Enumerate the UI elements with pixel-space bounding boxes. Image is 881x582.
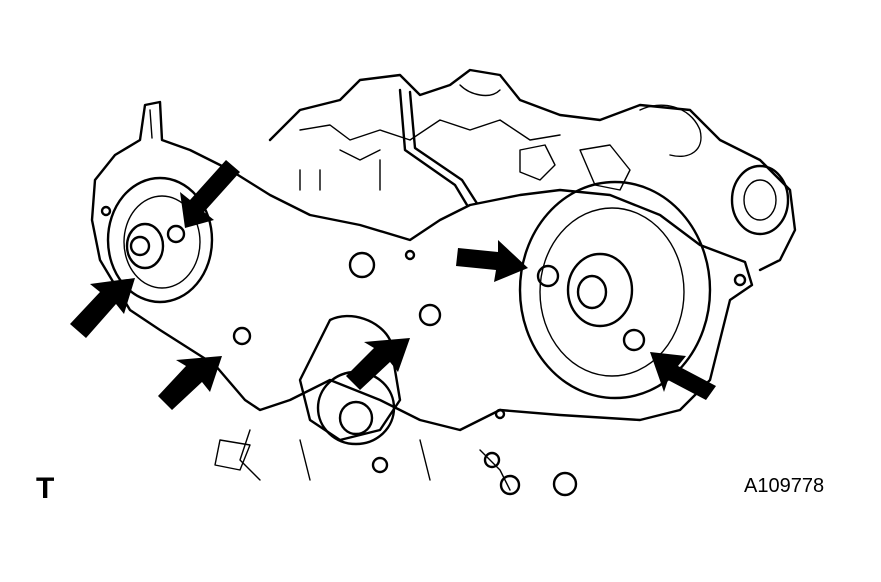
figure-id: A109778 (744, 475, 825, 497)
left-cam-pulley (106, 176, 214, 304)
right-cam-pulley (518, 180, 712, 400)
engine-block (268, 68, 797, 272)
arrow-3-icon (158, 356, 222, 410)
arrow-6-icon (650, 352, 716, 400)
corner-mark: T (36, 472, 55, 505)
arrow-2-icon (70, 278, 135, 338)
arrow-5-icon (456, 240, 528, 282)
left-timing-cover (90, 100, 754, 432)
arrow-4-icon (346, 338, 410, 390)
cover-bolts (232, 249, 747, 420)
arrow-indicators (70, 160, 716, 410)
water-pump (214, 314, 578, 497)
arrow-1-icon (180, 160, 240, 228)
